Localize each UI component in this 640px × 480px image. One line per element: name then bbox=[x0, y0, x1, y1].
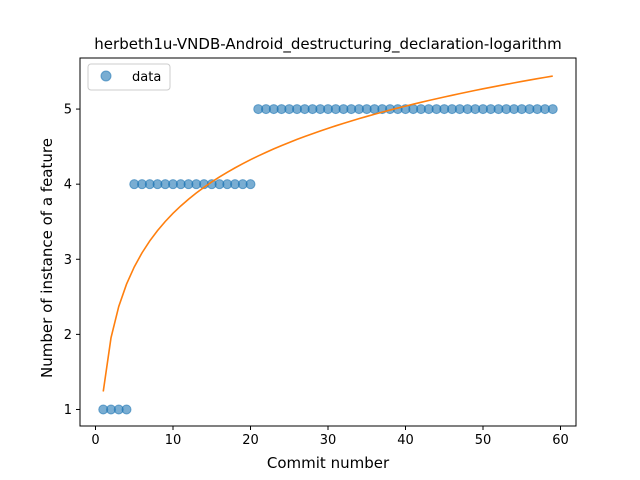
legend: data bbox=[87, 63, 171, 91]
y-tick-label: 1 bbox=[64, 403, 72, 418]
fit-line bbox=[102, 75, 553, 392]
legend-label: data bbox=[132, 70, 161, 85]
x-tick-label: 20 bbox=[242, 433, 259, 448]
plot-area: 0 10 20 30 40 50 60 1 2 3 4 5 bbox=[64, 57, 577, 448]
y-tick-label: 3 bbox=[64, 253, 72, 268]
data-point bbox=[547, 104, 558, 115]
x-tick-label: 0 bbox=[91, 433, 99, 448]
legend-frame bbox=[87, 63, 171, 91]
x-tick-label: 50 bbox=[475, 433, 492, 448]
y-tick-label: 5 bbox=[64, 103, 72, 118]
x-tick-label: 60 bbox=[552, 433, 569, 448]
chart-title: herbeth1u-VNDB-Android_destructuring_dec… bbox=[94, 35, 561, 54]
data-point bbox=[121, 404, 132, 415]
x-tick-label: 10 bbox=[165, 433, 182, 448]
x-tick-label: 40 bbox=[397, 433, 414, 448]
y-tick-label: 4 bbox=[64, 178, 72, 193]
x-axis-label: Commit number bbox=[267, 454, 390, 472]
y-tick-label: 2 bbox=[64, 328, 72, 343]
data-point bbox=[245, 179, 256, 190]
x-tick-label: 30 bbox=[320, 433, 337, 448]
y-axis-label: Number of instance of a feature bbox=[38, 138, 56, 378]
legend-marker bbox=[100, 70, 112, 82]
